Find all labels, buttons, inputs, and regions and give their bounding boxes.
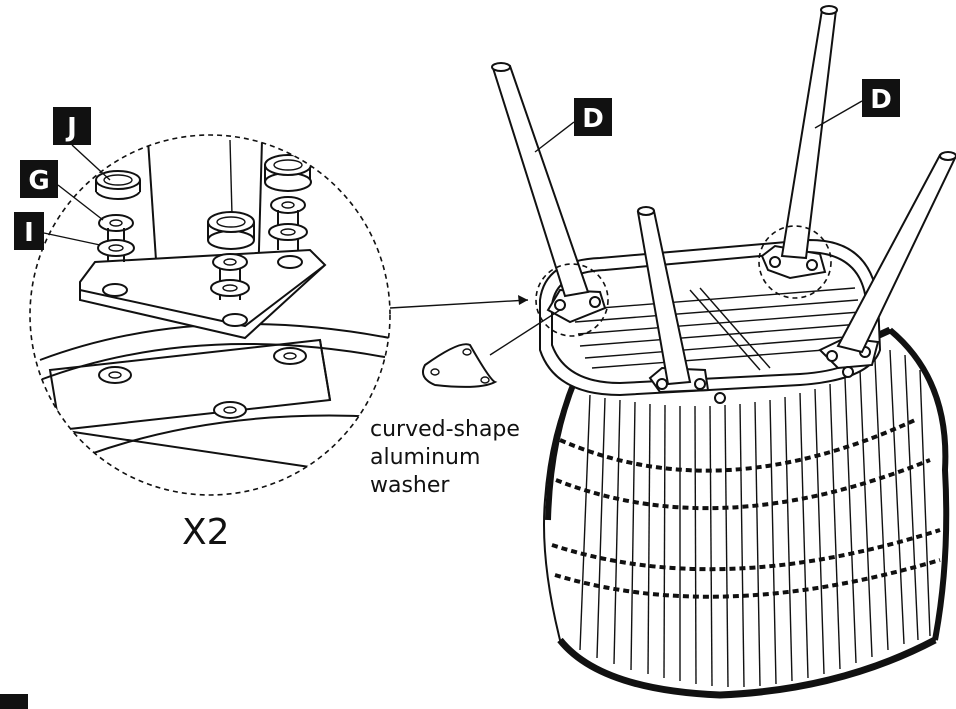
svg-text:I: I: [24, 218, 34, 248]
detail-leader-line: [389, 299, 529, 309]
curved-washer-part: [422, 309, 561, 388]
label-j: J: [53, 107, 111, 181]
chair-drawing: [491, 5, 956, 699]
svg-text:G: G: [28, 166, 49, 196]
svg-text:J: J: [65, 113, 77, 143]
svg-text:D: D: [870, 85, 892, 115]
label-i: I: [14, 212, 101, 250]
svg-text:D: D: [582, 104, 604, 134]
washer-caption: curved-shape aluminum washer: [370, 417, 520, 498]
svg-text:aluminum: aluminum: [370, 445, 480, 470]
svg-text:curved-shape: curved-shape: [370, 417, 520, 442]
label-d-right: D: [814, 79, 900, 129]
detail-zoom-view: [29, 134, 391, 496]
corner-mark: [0, 694, 28, 709]
label-d-left: D: [534, 98, 612, 153]
label-g: G: [20, 160, 104, 221]
quantity-label: X2: [182, 512, 230, 553]
detail-circle-outline: [29, 134, 391, 496]
svg-text:washer: washer: [370, 473, 450, 498]
